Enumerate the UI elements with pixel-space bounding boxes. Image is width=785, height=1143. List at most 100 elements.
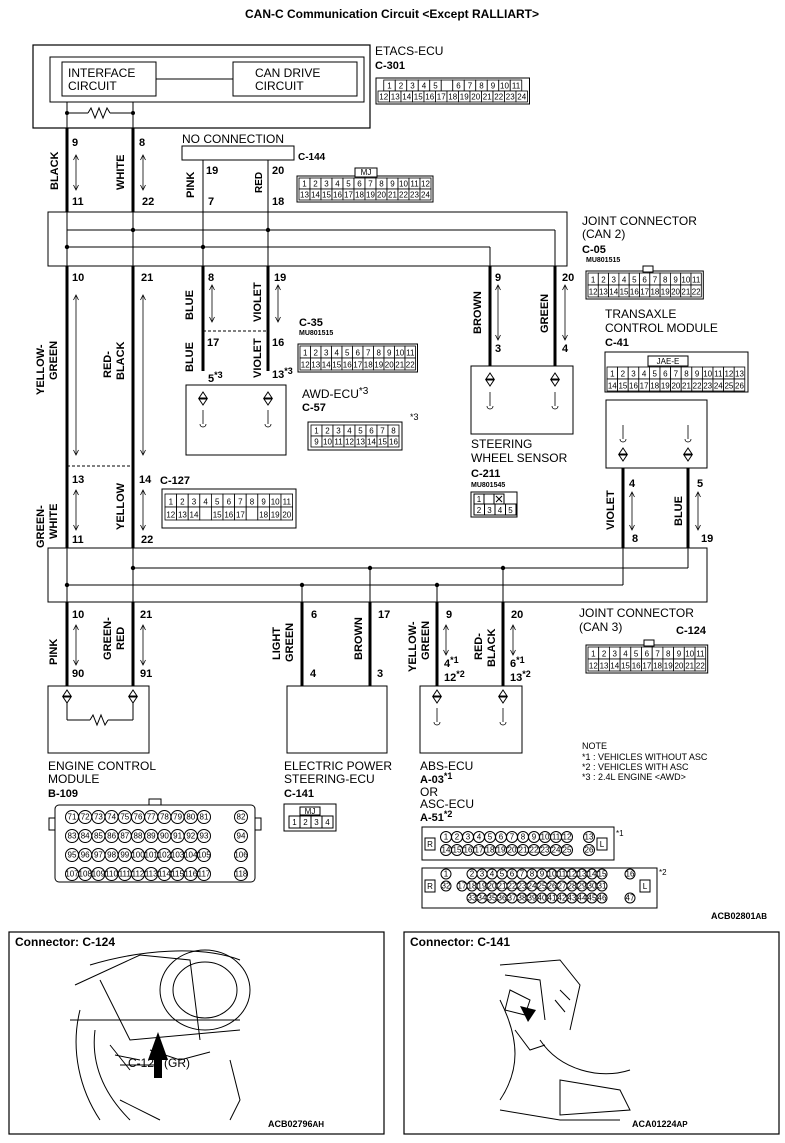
pin-number: 47 [626, 894, 635, 903]
pin-number: 1 [444, 870, 449, 879]
pin-number: 11 [334, 438, 343, 447]
pin-number: 19 [497, 846, 506, 855]
pin-number: 21 [498, 882, 507, 891]
pin-number: 1 [169, 498, 174, 507]
pin-22-c127: 22 [141, 534, 153, 546]
pin-number: 34 [478, 894, 487, 903]
pin-number: 109 [92, 870, 106, 879]
pin-20-green: 20 [562, 272, 574, 284]
pin-number: 6 [663, 370, 668, 379]
pin-number: 16 [389, 438, 398, 447]
pin-number: 4 [623, 650, 628, 659]
pin-number: 10 [500, 82, 509, 91]
pin-number: 6 [369, 427, 374, 436]
pin-number: 102 [158, 851, 172, 860]
pin-number: 14 [367, 438, 376, 447]
pin-number: 5 [508, 506, 513, 515]
pin-number: 4 [347, 427, 352, 436]
pin-6-lower: 6 [311, 609, 317, 621]
pin-number: 4 [498, 506, 503, 515]
pin-4-abs: 4*1 [444, 655, 459, 670]
pin-number: 18 [355, 191, 364, 200]
pin-13-c127: 13 [72, 474, 84, 486]
pin-number: 4 [335, 180, 340, 189]
pin-number: 10 [399, 180, 408, 189]
pin-number: 16 [425, 93, 434, 102]
pin-number: 13 [735, 370, 744, 379]
pin-17: 17 [207, 337, 219, 349]
pin-number: 7 [368, 180, 373, 189]
pin-number: 22 [693, 382, 702, 391]
pin-number: 4 [422, 82, 427, 91]
pin-number: 26 [735, 382, 744, 391]
pin-cell [245, 506, 259, 521]
pin-number: 12 [563, 833, 572, 842]
c144-connector: C-144 [298, 152, 326, 163]
pin-5-awd: 5*3 [208, 370, 223, 385]
pin-number: 104 [184, 851, 198, 860]
pin-number: 18 [486, 846, 495, 855]
pin-number: 16 [343, 361, 352, 370]
pin-number: 13 [600, 662, 609, 671]
pin-number: 23 [506, 93, 515, 102]
pin-number: 33 [468, 894, 477, 903]
pin-9-black: 9 [72, 137, 78, 149]
eps-label-2: STEERING-ECU [284, 772, 375, 786]
wire-green-label: GREEN [539, 294, 551, 333]
pin-10-top: 10 [72, 272, 84, 284]
pin-number: 4 [335, 349, 340, 358]
wire-red-black-label-1: RED- [102, 351, 114, 378]
pin-number: 29 [578, 882, 587, 891]
pin-number: 15 [322, 191, 331, 200]
joint2-part: MU801515 [586, 257, 620, 264]
pin-number: 6 [456, 82, 461, 91]
pin-number: 12 [301, 361, 310, 370]
pin-number: 40 [538, 894, 547, 903]
pin-cell [515, 90, 528, 103]
pin-number: 17 [353, 361, 362, 370]
pin-number: 11 [552, 833, 561, 842]
pin-number: 2 [477, 506, 482, 515]
pin-number: 85 [94, 832, 103, 841]
pin-number: 14 [442, 846, 451, 855]
pin-number: 13 [300, 191, 309, 200]
tcm-connector: C-41 [605, 337, 629, 349]
pin-number: 18 [468, 882, 477, 891]
a51-l: L [643, 882, 648, 891]
pin-21-top: 21 [141, 272, 153, 284]
pin-number: 3 [613, 650, 618, 659]
pin-number: 28 [568, 882, 577, 891]
abs-label-2: A-03*1 [420, 771, 452, 786]
pin-number: 19 [664, 662, 673, 671]
pin-number: 3 [314, 818, 319, 827]
pin-5-tcm: 5 [697, 478, 703, 490]
pin-number: 94 [237, 832, 246, 841]
note-2: *2 : VEHICLES WITH ASC [582, 762, 689, 772]
pin-number: 18 [650, 288, 659, 297]
ecm-pin [234, 848, 248, 862]
pin-number: 10 [548, 870, 557, 879]
pin-number: 3 [612, 276, 617, 285]
pin-number: 46 [598, 894, 607, 903]
pin-number: 16 [626, 870, 635, 879]
pin-number: 24 [552, 846, 561, 855]
pin-number: 2 [180, 498, 185, 507]
joint3-label-1: JOINT CONNECTOR [579, 606, 694, 620]
pin-number: 11 [410, 180, 419, 189]
a03-note: *1 [616, 829, 624, 838]
pin-number: 15 [618, 382, 627, 391]
wire-yellow-green-lower-label-1: YELLOW- [407, 621, 419, 672]
joint3-connector: C-124 [676, 625, 707, 637]
pin-number: 15 [213, 511, 222, 520]
can-drive-circuit-label-1: CAN DRIVE [255, 66, 320, 80]
can-drive-circuit-label-2: CIRCUIT [255, 79, 304, 93]
pin-number: 71 [68, 813, 77, 822]
pin-number: 9 [540, 870, 545, 879]
joint2-label-2: (CAN 2) [582, 227, 625, 241]
pin-number: 74 [107, 813, 116, 822]
pin-number: 4 [490, 870, 495, 879]
pin-number: 100 [131, 851, 145, 860]
pin-number: 86 [107, 832, 116, 841]
pin-number: 22 [692, 288, 701, 297]
wire-red-black-lower-label-2: BLACK [486, 628, 498, 667]
